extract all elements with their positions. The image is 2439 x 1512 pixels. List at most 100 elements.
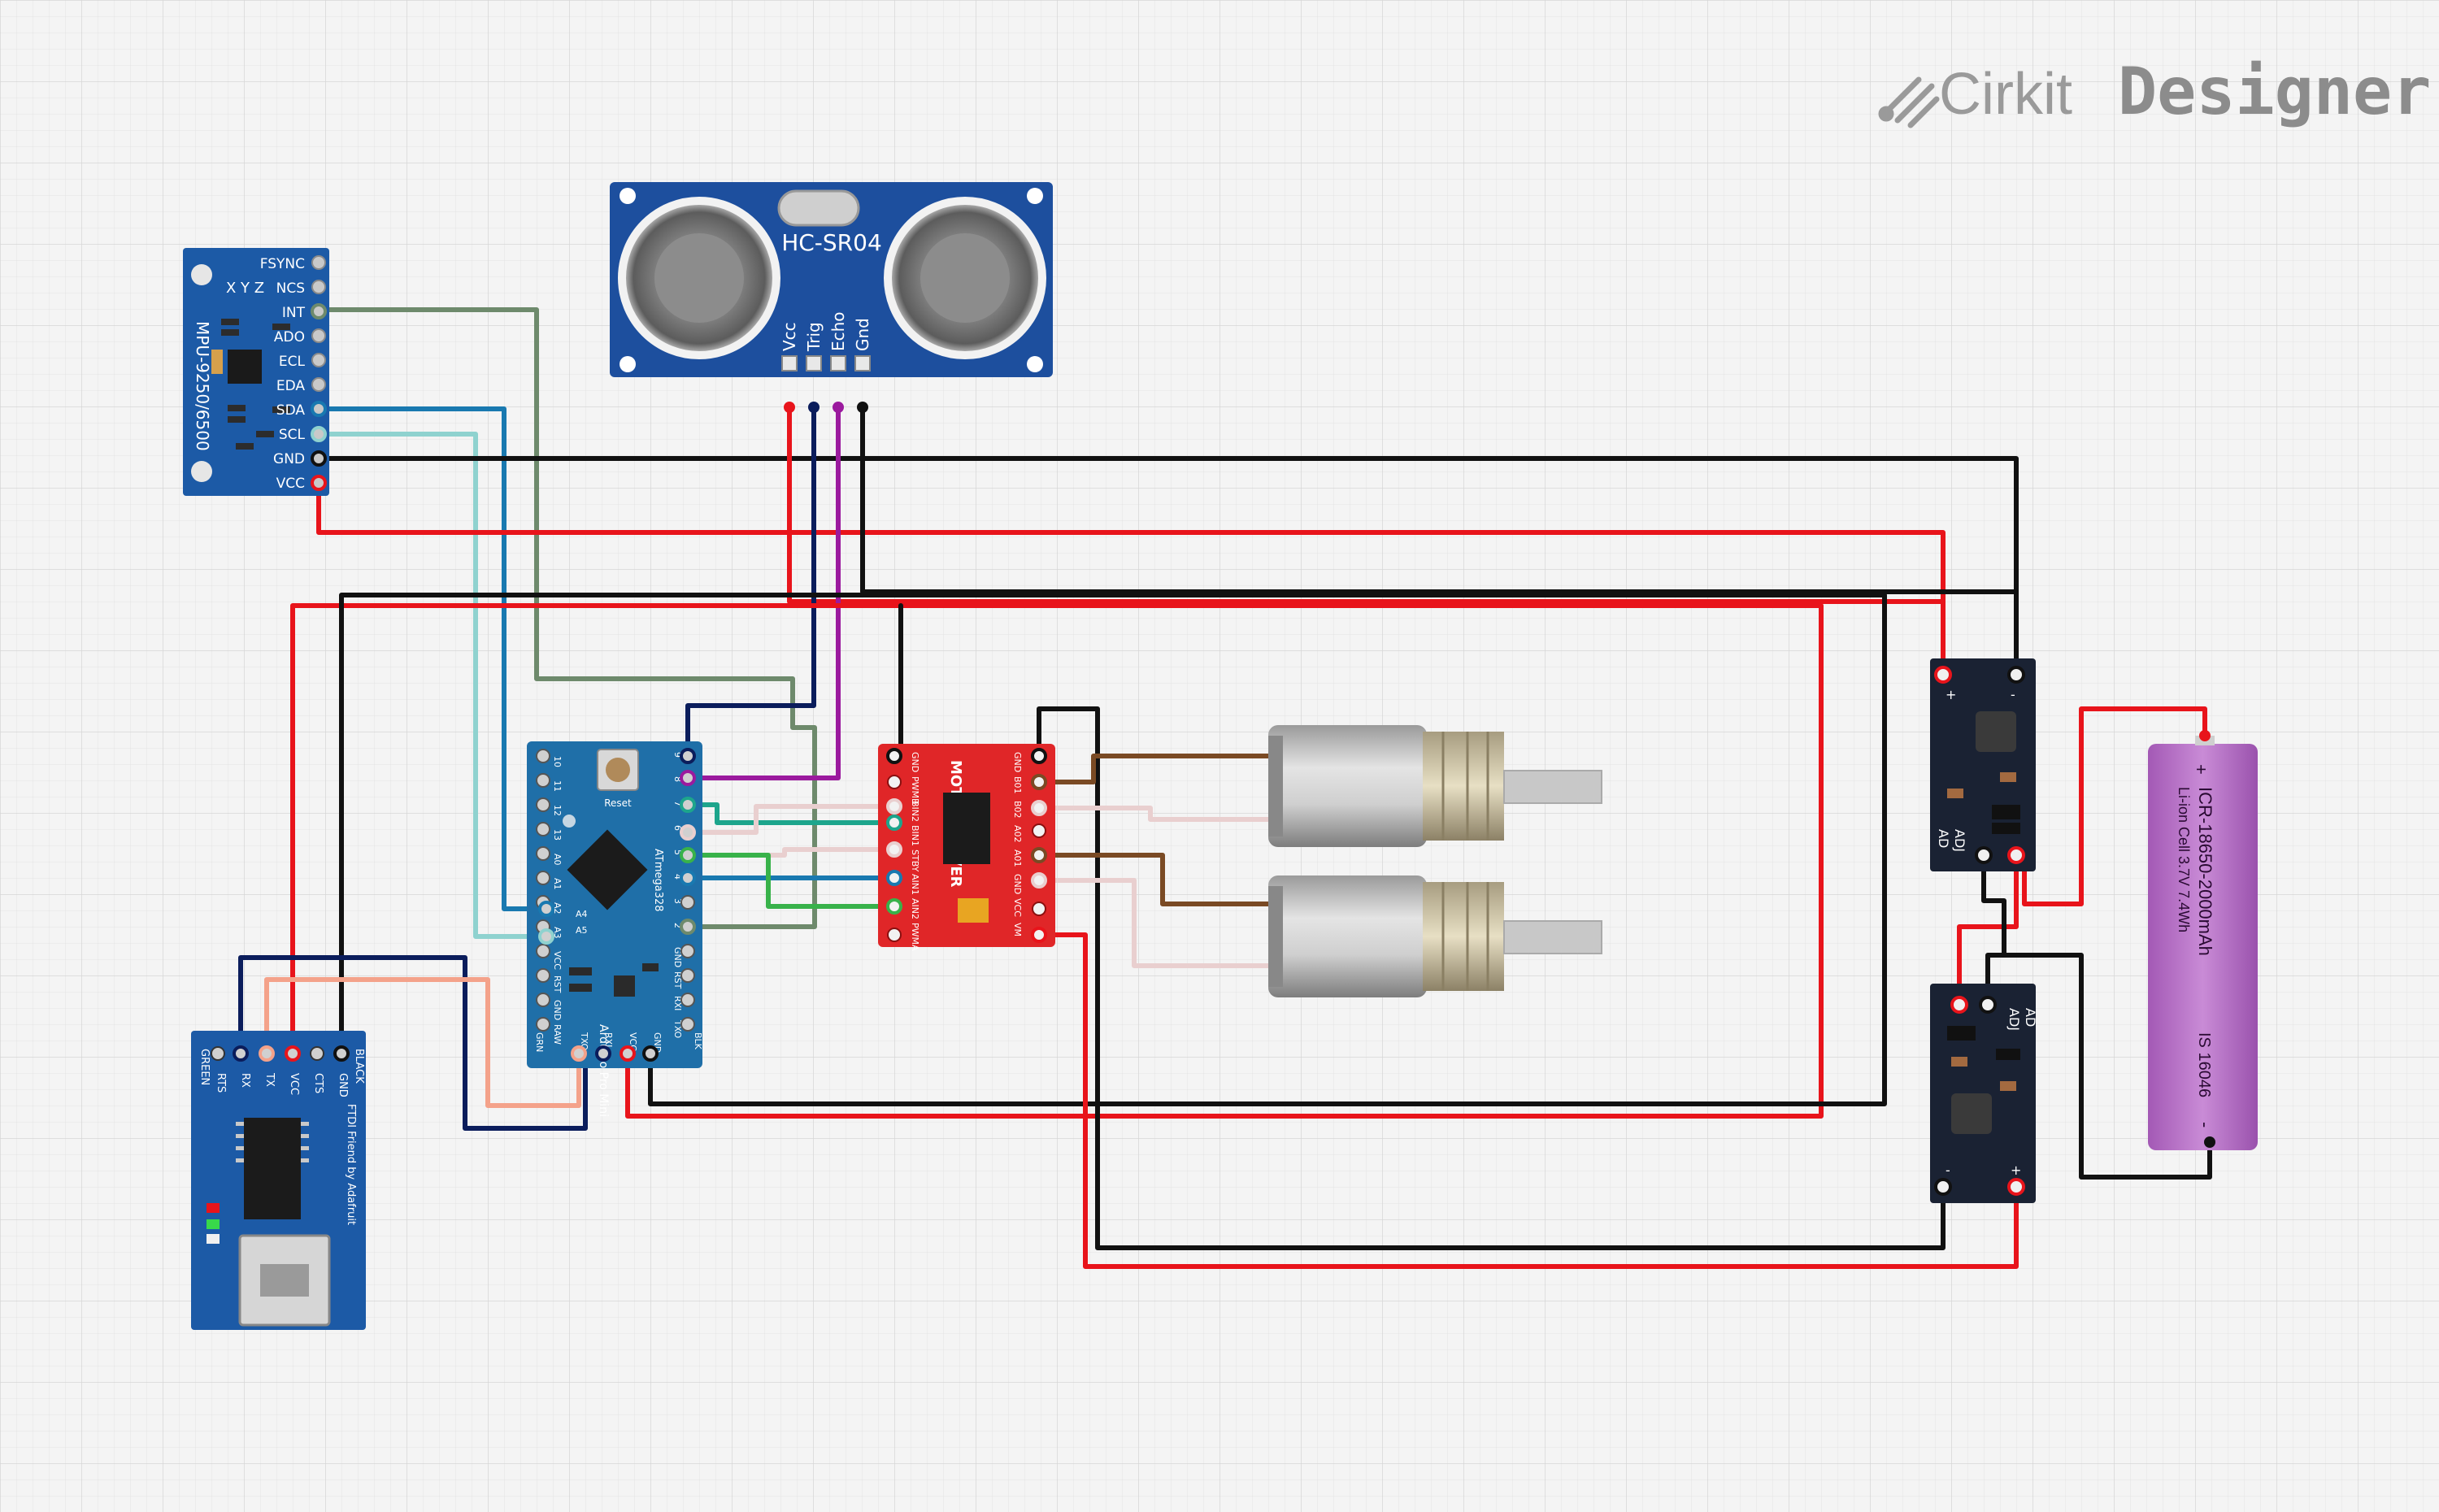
svg-text:VCC: VCC <box>552 951 563 970</box>
wire-motor2-a01[interactable] <box>1037 878 1271 968</box>
wire-ftdi-rx[interactable] <box>264 977 581 1108</box>
brand-logo: Cirkit Designer <box>1878 54 2431 129</box>
buck-regulator-2[interactable]: AD ADJ - + <box>1930 984 2038 1203</box>
svg-text:9: 9 <box>672 752 683 758</box>
svg-text:FSYNC: FSYNC <box>260 256 305 272</box>
driver-left-labels: GND PWMB BIN2 BIN1 STBY AIN1 AIN2 PWMA <box>910 752 920 951</box>
svg-text:SDA: SDA <box>276 402 306 419</box>
svg-text:AIN1: AIN1 <box>910 874 920 895</box>
wire-sr04-vcc[interactable] <box>787 405 1946 604</box>
svg-text:VCC: VCC <box>288 1073 300 1095</box>
wire-black-rail-ftdi[interactable] <box>339 593 1887 1106</box>
svg-text:GND: GND <box>1012 752 1023 772</box>
svg-text:NCS: NCS <box>276 280 305 297</box>
svg-text:BLACK: BLACK <box>353 1049 365 1084</box>
svg-text:Vcc: Vcc <box>780 322 799 351</box>
svg-text:GND: GND <box>1012 874 1023 894</box>
gear-motor-2[interactable] <box>1268 875 1602 997</box>
gear-motor-1[interactable] <box>1268 725 1602 847</box>
svg-text:ADO: ADO <box>274 329 305 345</box>
ftdi-pin-pads[interactable] <box>211 1045 350 1062</box>
svg-text:VCC: VCC <box>276 476 305 492</box>
svg-text:TX: TX <box>263 1072 276 1087</box>
svg-text:PWMB: PWMB <box>910 776 920 805</box>
svg-text:4: 4 <box>672 874 683 880</box>
wire-driver-gnd-top[interactable] <box>1037 706 1946 1250</box>
svg-text:GND: GND <box>910 752 920 772</box>
svg-text:RXI: RXI <box>603 1032 614 1047</box>
driver-right-labels: GND B01 B02 A02 A01 GND VCC VM <box>1012 752 1023 936</box>
reg2-labels: AD ADJ - + <box>1946 1008 2038 1178</box>
wire-red-rail-top[interactable] <box>290 603 1824 1119</box>
brand-name-light: Cirkit <box>1939 62 2072 127</box>
wire-sr04-trig[interactable] <box>685 405 816 758</box>
svg-text:A4: A4 <box>576 909 588 919</box>
battery-minus: - <box>2195 1122 2215 1127</box>
ftdi-pin-labels: GREEN RTS RX TX VCC CTS GND BLACK <box>198 1049 365 1097</box>
svg-text:GND: GND <box>337 1073 349 1097</box>
li-ion-battery-18650[interactable]: + ICR-18650-2000mAh Li-ion Cell 3.7V 7.4… <box>2148 730 2258 1150</box>
wire-imu-sda[interactable] <box>316 406 549 911</box>
wire-motor1-b01[interactable] <box>1037 754 1271 784</box>
wire-motor2-a02[interactable] <box>1037 853 1271 906</box>
hc-sr04-sensor[interactable]: HC-SR04 Vcc Trig Echo Gnd <box>610 182 1053 377</box>
svg-text:GND: GND <box>672 947 683 967</box>
svg-text:5: 5 <box>672 849 683 855</box>
hc-sr04-pin-ends[interactable] <box>784 402 868 413</box>
wire-ftdi-rts[interactable] <box>238 955 588 1131</box>
svg-text:AIN2: AIN2 <box>910 898 920 919</box>
driver-pin-pads[interactable] <box>886 748 1047 943</box>
arduino-pro-mini[interactable]: Reset ATmega328 Arduino Pro Mini 10 11 1… <box>527 741 703 1117</box>
svg-text:GREEN: GREEN <box>198 1049 211 1085</box>
wire-reg-link[interactable] <box>1981 853 2006 993</box>
svg-text:ADJ: ADJ <box>2006 1008 2022 1031</box>
arduino-pin-pads[interactable] <box>536 748 696 1062</box>
wire-batt-minus[interactable] <box>2002 953 2212 1180</box>
svg-text:AD: AD <box>1936 829 1951 848</box>
arduino-left-labels: 10 11 12 13 A0 A1 A2 A3 VCC RST GND RAW <box>552 756 563 1045</box>
svg-text:6: 6 <box>672 825 683 831</box>
svg-text:AD: AD <box>2023 1008 2038 1027</box>
svg-text:B01: B01 <box>1012 776 1023 794</box>
svg-text:BLK: BLK <box>693 1032 703 1050</box>
battery-plus: + <box>2191 764 2211 775</box>
hc-sr04-label: HC-SR04 <box>781 229 882 256</box>
imu-label: MPU-9250/6500 <box>193 321 212 451</box>
svg-text:Gnd: Gnd <box>853 318 872 351</box>
svg-text:RAW: RAW <box>552 1024 563 1045</box>
buck-regulator-1[interactable]: + - AD ADJ <box>1930 658 2036 871</box>
svg-text:3: 3 <box>672 898 683 904</box>
battery-spec: Li-ion Cell 3.7V 7.4Wh <box>2176 787 2192 932</box>
wire-a-pin3[interactable] <box>685 853 897 909</box>
svg-text:7: 7 <box>672 801 683 806</box>
svg-text:-: - <box>1946 1162 1950 1178</box>
svg-text:2: 2 <box>672 923 683 928</box>
wire-imu-gnd[interactable] <box>316 456 2019 677</box>
svg-text:Echo: Echo <box>828 311 848 351</box>
driver-chip <box>943 793 990 864</box>
motor-driver[interactable]: MOTOR DRIVER GND PWMB BIN2 BIN1 STBY AIN… <box>878 744 1055 951</box>
wire-imu-scl[interactable] <box>316 432 549 939</box>
svg-text:PWMA: PWMA <box>910 923 920 951</box>
wire-sr04-echo[interactable] <box>685 405 841 780</box>
wire-a-pin6[interactable] <box>685 804 897 835</box>
cirkit-logo-icon <box>1878 76 1940 128</box>
imu-pin-pads[interactable] <box>311 255 327 491</box>
svg-text:RST: RST <box>672 971 683 989</box>
svg-text:B02: B02 <box>1012 801 1023 819</box>
wire-sr04-gnd[interactable] <box>860 405 2019 594</box>
battery-code: IS 16046 <box>2195 1032 2213 1097</box>
mpu9250-imu[interactable]: X Y Z MPU-9250/6500 FSYNC NCS INT ADO EC… <box>183 248 329 496</box>
svg-text:CTS: CTS <box>312 1073 324 1093</box>
svg-text:VCC: VCC <box>1012 898 1023 917</box>
wire-reg1-out[interactable] <box>1957 853 2019 993</box>
ftdi-friend[interactable]: GREEN RTS RX TX VCC CTS GND BLACK FTDI F… <box>191 1031 366 1330</box>
wire-batt-plus[interactable] <box>2022 706 2207 906</box>
svg-text:+: + <box>1946 687 1956 702</box>
wire-motor1-b02[interactable] <box>1037 806 1271 822</box>
svg-text:BIN2: BIN2 <box>910 801 920 822</box>
svg-text:RX: RX <box>239 1073 251 1088</box>
reg1-labels: + - AD ADJ <box>1936 687 2015 852</box>
wire-driver-vm[interactable] <box>1037 932 2019 1269</box>
